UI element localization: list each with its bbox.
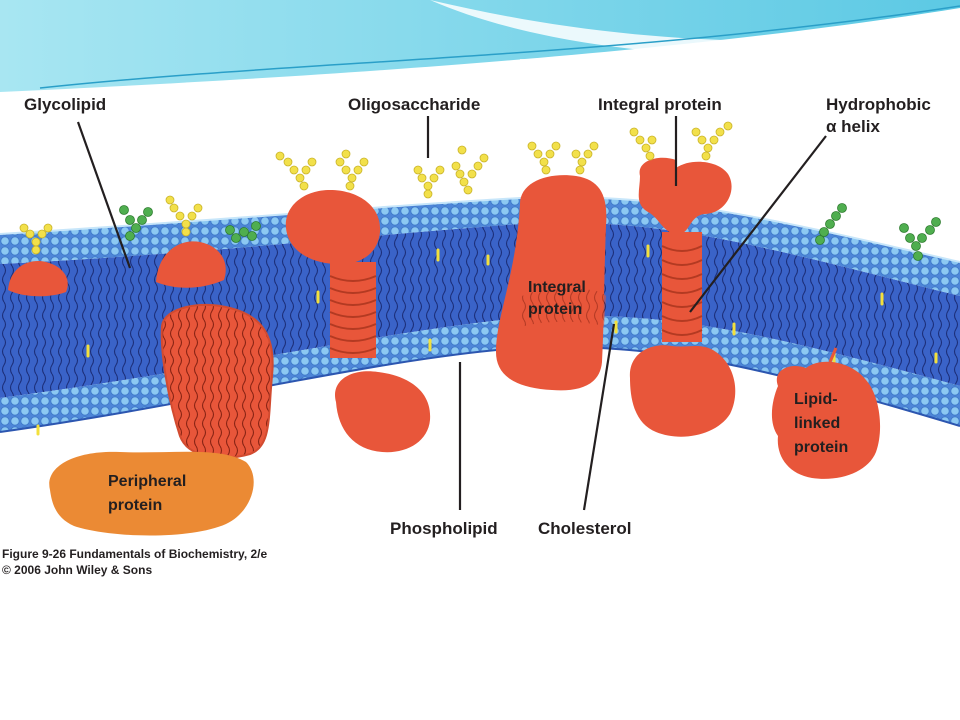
header-banner [0, 0, 960, 92]
leader-lines [76, 116, 827, 511]
label-hydrophobic-line2: α helix [826, 117, 880, 136]
label-glycolipid: Glycolipid [24, 95, 106, 114]
transmembrane-protein-left [160, 303, 274, 459]
label-lipid-linked-3: protein [794, 439, 848, 456]
peripheral-protein [49, 451, 254, 536]
label-oligosaccharide: Oligosaccharide [348, 95, 480, 114]
label-hydrophobic-line1: Hydrophobic [826, 95, 931, 114]
membrane-diagram: Glycolipid Oligosaccharide Integral prot… [0, 95, 960, 577]
helix-protein-bottom-domain [335, 371, 431, 453]
helix-protein-top-domain [285, 190, 381, 265]
surface-protein-left [8, 261, 68, 297]
integral-protein-large [496, 175, 607, 391]
label-lipid-linked-2: linked [794, 415, 840, 432]
integral-protein-right-helix [661, 232, 703, 342]
oligosaccharide-chains [19, 121, 733, 255]
surface-protein-mid [156, 241, 226, 288]
label-lipid-linked-1: Lipid- [794, 391, 838, 408]
lipid-linked-protein [771, 361, 881, 479]
figure-caption-line2: © 2006 John Wiley & Sons [2, 563, 152, 577]
green-glycan-chains [119, 203, 941, 261]
label-peripheral-1: Peripheral [108, 473, 186, 490]
label-phospholipid: Phospholipid [390, 519, 498, 538]
outer-leaflet-heads [0, 197, 960, 296]
label-integral-protein-top: Integral protein [598, 95, 722, 114]
integral-protein-right-top [638, 157, 732, 235]
label-integral-protein-inner-1: Integral [528, 279, 586, 296]
helix-protein-coil [329, 262, 377, 358]
label-cholesterol: Cholesterol [538, 519, 632, 538]
inner-leaflet-heads [0, 315, 960, 432]
integral-protein-right-bottom [629, 345, 736, 437]
label-integral-protein-inner-2: protein [528, 301, 582, 318]
label-peripheral-2: protein [108, 497, 162, 514]
figure-caption-line1: Figure 9-26 Fundamentals of Biochemistry… [2, 547, 268, 561]
